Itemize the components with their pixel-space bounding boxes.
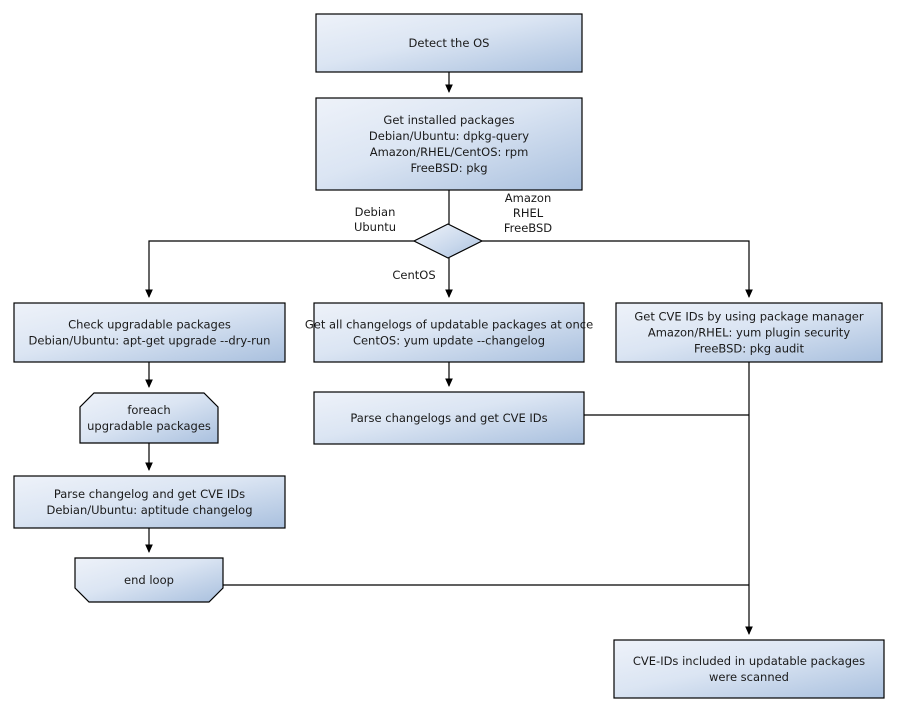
node-os-decision[interactable] (412, 223, 484, 259)
node-detect-os[interactable]: Detect the OS (315, 13, 583, 73)
label-centos: CentOS (392, 268, 435, 282)
node-shape-rect (315, 13, 583, 73)
node-get-all-changelogs[interactable]: Get all changelogs of updatable packages… (305, 302, 593, 363)
node-shape-rect (13, 302, 286, 363)
node-shape-rect (615, 302, 883, 363)
node-label-get-all-changelogs: Get all changelogs of updatable packages… (305, 318, 593, 348)
node-shape-rect (613, 639, 885, 699)
node-shape-rect (313, 391, 585, 445)
node-shape-rect (315, 97, 583, 191)
node-shape-loop-end (74, 557, 224, 603)
node-end-loop[interactable]: end loop (74, 557, 224, 603)
connector-edge-decision-to-check-upgradable (145, 240, 414, 298)
node-label-detect-os: Detect the OS (409, 36, 490, 50)
node-shape-diamond (412, 223, 484, 259)
node-parse-changelogs-cve-ids[interactable]: Parse changelogs and get CVE IDs (313, 391, 585, 445)
connector-edge-decision-to-get-cve-pm (482, 240, 753, 298)
node-shape-rect (13, 475, 286, 529)
edges-layer (145, 72, 753, 635)
node-shape-rect (313, 302, 585, 363)
node-label-parse-changelogs-cve-ids: Parse changelogs and get CVE IDs (350, 411, 547, 425)
node-shape-loop-start (79, 392, 219, 444)
node-label-end-loop: end loop (124, 573, 174, 587)
